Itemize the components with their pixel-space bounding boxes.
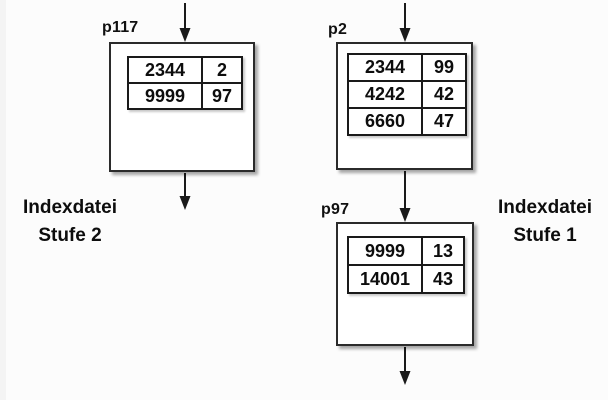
key-cell: 9999 (127, 82, 203, 110)
table-row: 4242 42 (347, 80, 467, 109)
caption-indexdatei-stufe-1: Indexdatei Stufe 1 (483, 194, 607, 250)
pointer-cell: 97 (201, 82, 243, 110)
caption-line: Indexdatei (498, 197, 592, 218)
table-row: 6660 47 (347, 107, 467, 136)
key-cell: 2344 (347, 53, 423, 82)
pointer-cell: 2 (201, 56, 243, 84)
pointer-cell: 13 (421, 236, 465, 266)
table-row: 14001 43 (347, 264, 465, 294)
key-pointer-table-p117: 2344 2 9999 97 (127, 56, 243, 110)
arrow-down-into-p2-icon (399, 3, 411, 42)
table-row: 9999 13 (347, 236, 465, 266)
arrow-p2-to-p97-icon (399, 171, 411, 222)
page-label-p117: p117 (102, 19, 139, 36)
caption-line: Stufe 1 (513, 225, 577, 246)
key-cell: 4242 (347, 80, 423, 109)
arrow-down-out-of-p97-icon (399, 347, 411, 385)
key-cell: 6660 (347, 107, 423, 136)
caption-line: Stufe 2 (38, 225, 102, 246)
page-edge-strip (0, 0, 6, 400)
page-label-p2: p2 (328, 21, 348, 38)
table-row: 2344 99 (347, 53, 467, 82)
pointer-cell: 42 (421, 80, 467, 109)
table-row: 9999 97 (127, 82, 243, 110)
key-pointer-table-p97: 9999 13 14001 43 (347, 236, 465, 294)
key-cell: 14001 (347, 264, 423, 294)
key-pointer-table-p2: 2344 99 4242 42 6660 47 (347, 53, 467, 136)
pointer-cell: 47 (421, 107, 467, 136)
caption-line: Indexdatei (23, 197, 117, 218)
pointer-cell: 43 (421, 264, 465, 294)
caption-indexdatei-stufe-2: Indexdatei Stufe 2 (8, 194, 132, 250)
table-row: 2344 2 (127, 56, 243, 84)
key-cell: 2344 (127, 56, 203, 84)
arrow-down-out-of-p117-icon (179, 173, 191, 210)
pointer-cell: 99 (421, 53, 467, 82)
key-cell: 9999 (347, 236, 423, 266)
page-label-p97: p97 (321, 201, 350, 218)
arrow-down-into-p117-icon (179, 3, 191, 42)
